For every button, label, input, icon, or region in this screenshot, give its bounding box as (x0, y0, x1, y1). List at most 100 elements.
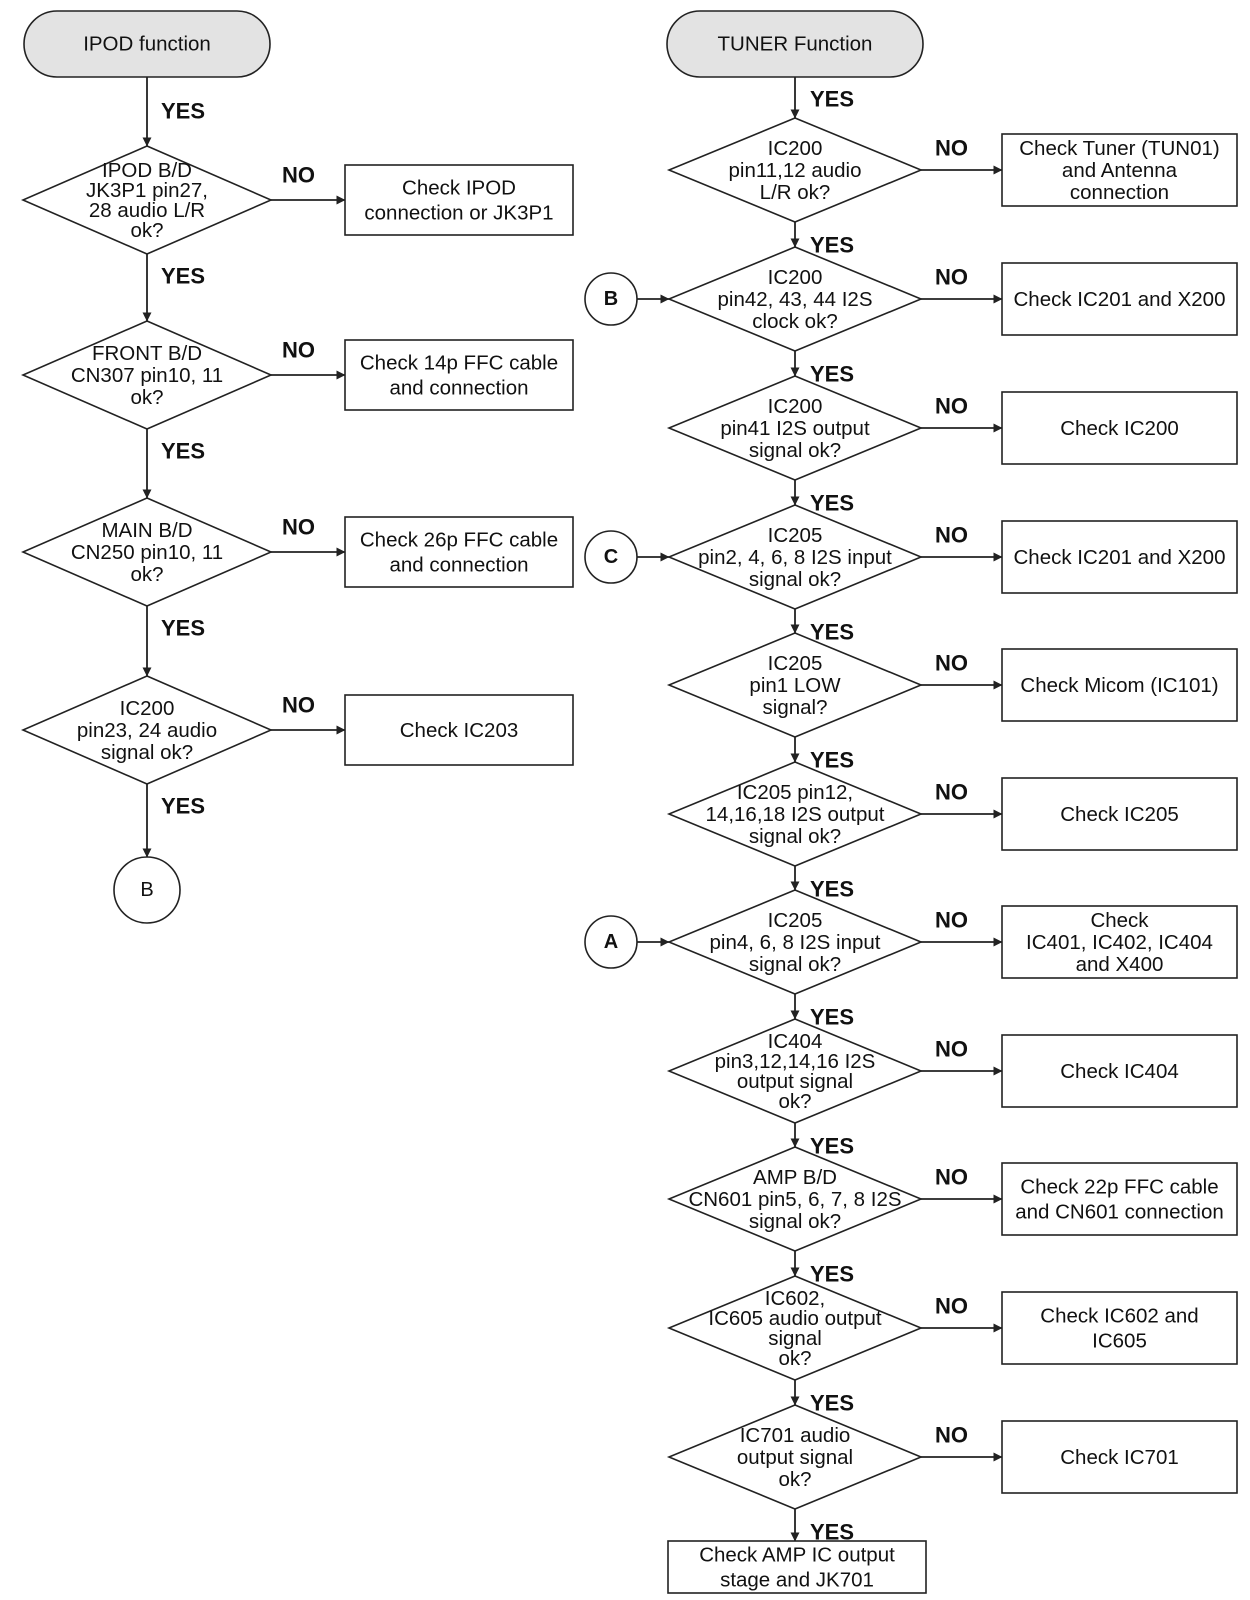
tuner-yes-label-8: YES (810, 1134, 854, 1159)
tuner-check-box-9-text-line: Check 22p FFC cable (1020, 1175, 1218, 1198)
ipod-decision-4-text-line: pin23, 24 audio (77, 719, 217, 742)
tuner-check-box-11-text-line: Check IC701 (1060, 1446, 1179, 1469)
tuner-yes-label-4: YES (810, 620, 854, 645)
ipod-decision-1-text-line: JK3P1 pin27, (86, 179, 208, 202)
tuner-check-box-1 (1001, 133, 1238, 207)
tuner-check-box-2-text: Check IC201 and X200 (1014, 288, 1226, 311)
tuner-check-box-8-text: Check IC404 (1060, 1060, 1179, 1083)
ipod-decision-1-text-line: IPOD B/D (102, 159, 192, 182)
ipod-check-box-2-text-line: Check 14p FFC cable (360, 351, 558, 374)
tuner-check-box-6-text-line: Check IC205 (1060, 803, 1179, 826)
tuner-decision-11-text-line: output signal (737, 1446, 853, 1469)
tuner-no-label-6: NO (935, 780, 968, 805)
ipod-yes-label-4: YES (161, 794, 205, 819)
tuner-decision-10-text-line: IC605 audio output (708, 1307, 882, 1330)
ipod-decision-1-text-line: ok? (130, 219, 163, 242)
tuner-end-box-text-line: stage and JK701 (720, 1568, 874, 1591)
tuner-decision-7-text-line: pin4, 6, 8 I2S input (710, 931, 881, 954)
tuner-check-box-10-text-line: Check IC602 and (1040, 1304, 1198, 1327)
tuner-decision-1-text-line: pin11,12 audio (729, 159, 862, 182)
tuner-check-box-5-text-line: Check Micom (IC101) (1020, 674, 1218, 697)
tuner-connector-B (584, 272, 638, 326)
tuner-check-box-9 (1001, 1162, 1238, 1236)
tuner-decision-3-text-line: pin41 I2S output (720, 417, 870, 440)
tuner-decision-6-text-line: 14,16,18 I2S output (706, 803, 885, 826)
tuner-check-box-1-text-line: and Antenna (1062, 159, 1178, 182)
tuner-decision-7-text-line: IC205 (768, 909, 823, 932)
tuner-check-box-1-text-line: Check Tuner (TUN01) (1019, 137, 1220, 160)
ipod-check-box-3-text-line: and connection (389, 553, 528, 576)
tuner-check-box-3-text: Check IC200 (1060, 417, 1179, 440)
tuner-check-box-7-text-line: IC401, IC402, IC404 (1026, 931, 1213, 954)
ipod-check-box-4-text-line: Check IC203 (400, 719, 519, 742)
tuner-decision-2-text-line: clock ok? (752, 310, 837, 333)
ipod-decision-3-text-line: CN250 pin10, 11 (71, 541, 223, 564)
tuner-decision-8-text-line: pin3,12,14,16 I2S (715, 1050, 876, 1073)
tuner-connector-C-label: C (604, 546, 618, 568)
tuner-decision-3-text-line: signal ok? (749, 439, 841, 462)
ipod-check-box-2 (344, 339, 574, 411)
ipod-no-label-3: NO (282, 515, 315, 540)
tuner-decision-5-text-line: signal? (763, 696, 828, 719)
tuner-no-label-3: NO (935, 394, 968, 419)
tuner-end-box (667, 1540, 927, 1594)
tuner-end-box-text-line: Check AMP IC output (699, 1543, 895, 1566)
tuner-decision-2-text-line: IC200 (768, 266, 823, 289)
tuner-decision-6-text-line: IC205 pin12, (737, 781, 853, 804)
ipod-start-terminal (23, 10, 271, 78)
ipod-decision-2-text-line: CN307 pin10, 11 (71, 364, 223, 387)
ipod-decision-4 (20, 675, 274, 785)
tuner-no-label-2: NO (935, 265, 968, 290)
tuner-check-box-4-text-line: Check IC201 and X200 (1014, 546, 1226, 569)
ipod-end-connector-label: B (140, 879, 153, 901)
ipod-decision-1-text-line: 28 audio L/R (89, 199, 205, 222)
tuner-decision-10 (666, 1275, 924, 1381)
tuner-decision-4-text-line: pin2, 4, 6, 8 I2S input (698, 546, 892, 569)
tuner-decision-11-text-line: ok? (778, 1468, 811, 1491)
tuner-yes-label-6: YES (810, 877, 854, 902)
tuner-connector-A-label: A (604, 931, 618, 953)
tuner-no-label-11: NO (935, 1423, 968, 1448)
ipod-no-label-4: NO (282, 693, 315, 718)
tuner-decision-5-text-line: IC205 (768, 652, 823, 675)
tuner-connector-B-label: B (604, 288, 618, 310)
ipod-decision-2 (20, 320, 274, 430)
tuner-decision-1-text-line: IC200 (768, 137, 823, 160)
ipod-yes-label: YES (161, 99, 205, 124)
tuner-yes-label-1: YES (810, 233, 854, 258)
ipod-check-box-4 (344, 694, 574, 766)
tuner-decision-1 (666, 117, 924, 223)
tuner-start-terminal-label: TUNER Function (718, 33, 873, 56)
tuner-connector-A (584, 915, 638, 969)
tuner-no-label-8: NO (935, 1037, 968, 1062)
tuner-check-box-10-text-line: IC605 (1092, 1329, 1147, 1352)
tuner-decision-4 (666, 504, 924, 610)
tuner-check-box-11 (1001, 1420, 1238, 1494)
tuner-decision-5 (666, 632, 924, 738)
tuner-check-box-4 (1001, 520, 1238, 594)
tuner-yes-label-3: YES (810, 491, 854, 516)
tuner-decision-7 (666, 889, 924, 995)
ipod-yes-label-2: YES (161, 439, 205, 464)
ipod-check-box-3-text-line: Check 26p FFC cable (360, 528, 558, 551)
tuner-yes-label-9: YES (810, 1262, 854, 1287)
tuner-decision-1-text-line: L/R ok? (760, 181, 831, 204)
tuner-check-box-3 (1001, 391, 1238, 465)
tuner-check-box-2-text-line: Check IC201 and X200 (1014, 288, 1226, 311)
